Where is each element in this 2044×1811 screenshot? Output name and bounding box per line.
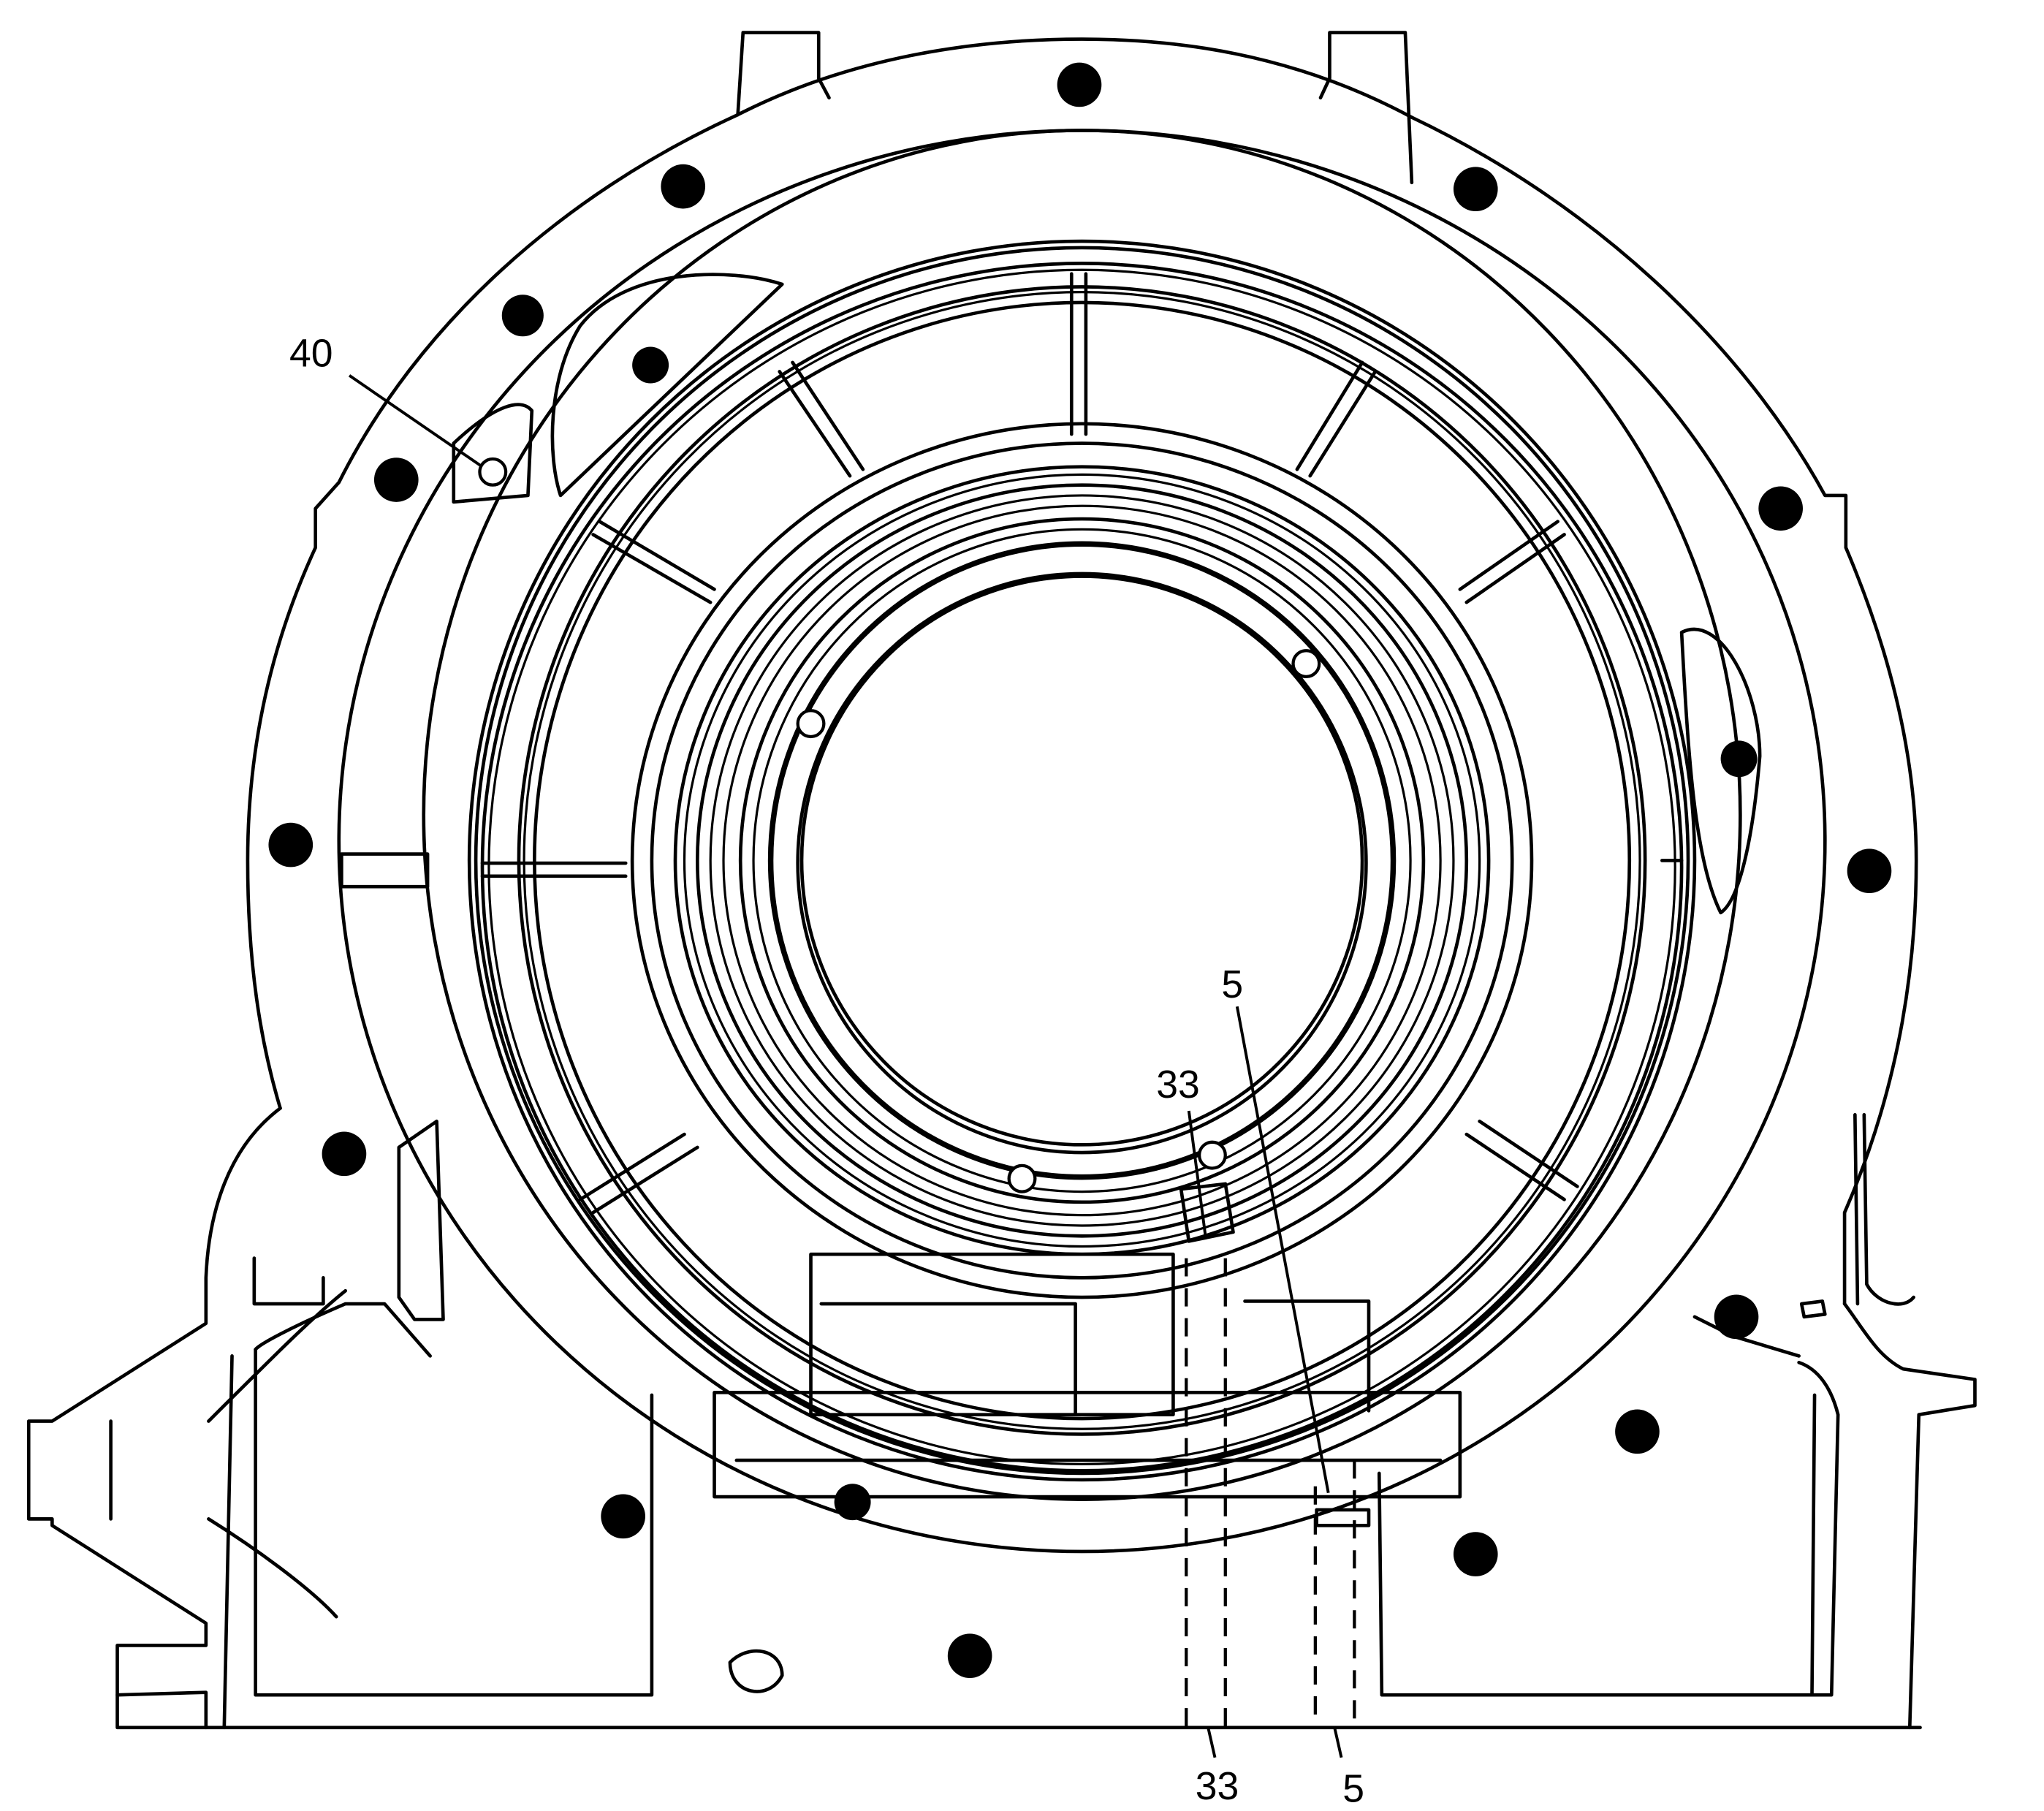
callout-label-5-top: 5 bbox=[1221, 963, 1243, 1006]
locating-pin-hole bbox=[478, 457, 508, 487]
bolt-holes bbox=[268, 62, 1892, 1679]
bolt-hole-icon bbox=[322, 1131, 367, 1177]
bolt-hole-icon bbox=[661, 164, 706, 209]
spline-ring bbox=[630, 422, 1534, 1299]
callout-leaders bbox=[348, 374, 1343, 1758]
bolt-hole-icon bbox=[501, 295, 544, 337]
bolt-hole-icon bbox=[1615, 1409, 1660, 1454]
bolt-hole-icon bbox=[1453, 1532, 1498, 1576]
hidden-passages bbox=[1185, 1258, 1356, 1728]
bolt-hole-icon bbox=[1057, 62, 1102, 107]
callout-label-33-bottom: 33 bbox=[1196, 1765, 1239, 1808]
callout-label-33-top: 33 bbox=[1156, 1063, 1200, 1106]
bolt-hole-icon bbox=[268, 822, 314, 867]
bolt-hole-icon bbox=[1758, 486, 1803, 531]
bolt-hole-icon bbox=[601, 1494, 645, 1539]
bolt-hole-icon bbox=[1720, 740, 1758, 778]
case-rings bbox=[467, 239, 1697, 1482]
housing-outline bbox=[26, 31, 1977, 1730]
bolt-hole-icon bbox=[947, 1633, 992, 1679]
bolt-hole-icon bbox=[1847, 848, 1892, 894]
bolt-hole-icon bbox=[834, 1484, 871, 1521]
callout-label-40: 40 bbox=[289, 332, 333, 375]
bolt-hole-icon bbox=[373, 458, 419, 502]
callout-label-5-bottom: 5 bbox=[1342, 1768, 1364, 1811]
ribs bbox=[480, 272, 1684, 1215]
flange-rings bbox=[337, 129, 1827, 1554]
bolt-hole-icon bbox=[1453, 167, 1498, 212]
bosses bbox=[340, 273, 1762, 1693]
bolt-hole-icon bbox=[632, 346, 669, 384]
bolt-hole-icon bbox=[1714, 1294, 1759, 1340]
center-bore bbox=[767, 541, 1397, 1193]
